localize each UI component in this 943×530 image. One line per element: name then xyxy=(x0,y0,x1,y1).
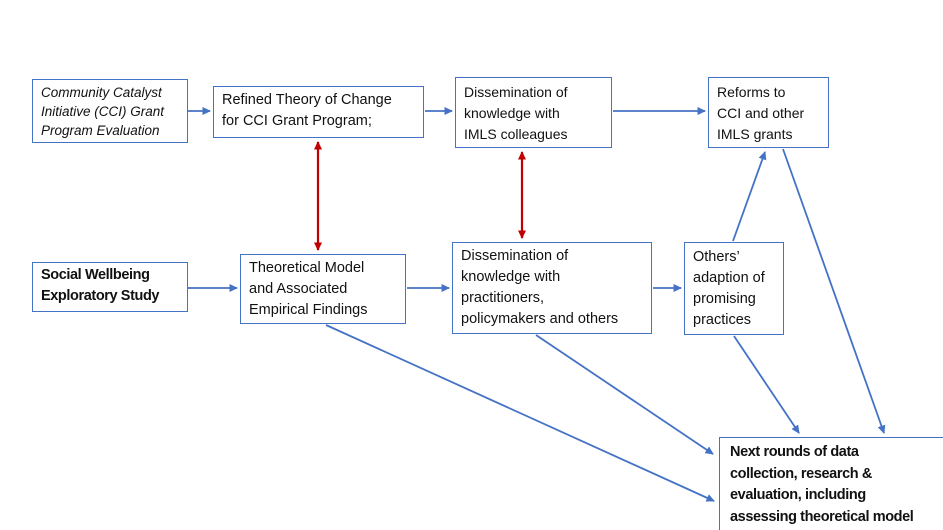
edge-others-adaption-to-next-rounds xyxy=(733,335,800,434)
node-others-adaption-promising-practices: Others’ adaption of promising practices xyxy=(684,242,784,335)
node-cci-grant-program-evaluation: Community Catalyst Initiative (CCI) Gran… xyxy=(32,79,188,143)
node-next-rounds-data-collection: Next rounds of data collection, research… xyxy=(719,437,943,530)
edge-dissemination-practitioners-to-next-rounds xyxy=(535,334,714,455)
edge-others-adaption-to-reforms xyxy=(732,151,767,242)
node-social-wellbeing-exploratory-study: Social Wellbeing Exploratory Study xyxy=(32,262,188,312)
node-dissemination-practitioners-policymakers: Dissemination of knowledge with practiti… xyxy=(452,242,652,334)
edge-theoretical-model-to-next-rounds xyxy=(325,324,715,502)
node-theoretical-model-empirical-findings: Theoretical Model and Associated Empiric… xyxy=(240,254,406,324)
node-dissemination-imls-colleagues: Dissemination of knowledge with IMLS col… xyxy=(455,77,612,148)
edge-reforms-to-next-rounds xyxy=(782,148,886,434)
node-reforms-to-cci-imls-grants: Reforms to CCI and other IMLS grants xyxy=(708,77,829,148)
node-refined-theory-of-change: Refined Theory of Change for CCI Grant P… xyxy=(213,86,424,138)
